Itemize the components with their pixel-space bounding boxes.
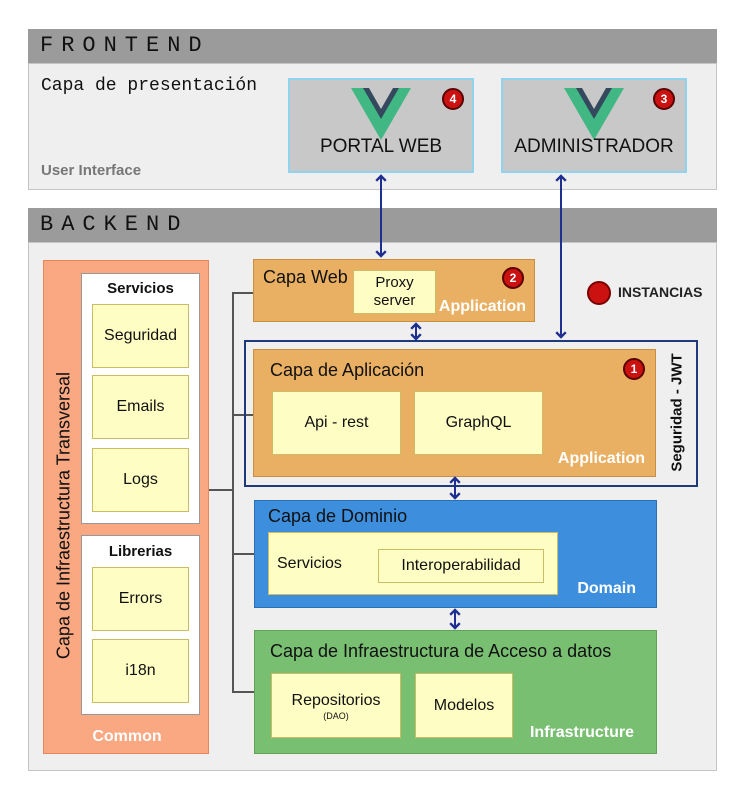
graphql: GraphQL [414, 391, 543, 455]
capa-web-title: Capa Web [263, 267, 348, 287]
portal-web-client: PORTAL WEB 4 [288, 78, 474, 173]
instance-badge: 3 [653, 88, 675, 110]
seguridad-service: Seguridad [92, 304, 189, 368]
backend-header: BACKEND [28, 208, 717, 242]
instance-badge: 2 [502, 267, 524, 289]
connector-web [232, 292, 253, 294]
common-tag: Common [92, 728, 162, 745]
i18n-library: i18n [92, 639, 189, 703]
connector-infra [232, 691, 254, 693]
proxy-server: Proxy server [353, 270, 436, 314]
capa-dominio: Capa de Dominio Servicios Interoperabili… [254, 500, 657, 608]
capa-aplicacion: Capa de Aplicación 1 Api - rest GraphQL … [253, 349, 656, 477]
legend-label: INSTANCIAS [618, 284, 703, 300]
instance-badge: 1 [623, 358, 645, 380]
application-tag: Application [557, 450, 645, 467]
connector-aplicacion [232, 414, 253, 416]
capa-dominio-title: Capa de Dominio [268, 506, 408, 526]
librerias-box: Librerias Errors i18n [81, 535, 200, 715]
capa-infraestructura: Capa de Infraestructura de Acceso a dato… [254, 630, 657, 754]
dominio-inner: Servicios Interoperabilidad [268, 532, 558, 595]
connector-trunk [232, 292, 234, 693]
modelos: Modelos [415, 673, 513, 738]
connector-dominio [232, 553, 254, 555]
transversal-layer: Capa de Infraestructura Transversal Comm… [43, 260, 209, 754]
servicios-title: Servicios [107, 280, 174, 297]
dao-label: (DAO) [323, 711, 349, 721]
vue-logo-icon [351, 88, 411, 140]
vue-logo-icon [564, 88, 624, 140]
logs-service: Logs [92, 448, 189, 512]
domain-tag: Domain [577, 580, 636, 597]
interoperabilidad: Interoperabilidad [378, 549, 544, 583]
infrastructure-tag: Infrastructure [529, 724, 634, 741]
capa-infra-title: Capa de Infraestructura de Acceso a dato… [270, 641, 612, 661]
servicios-domain: Servicios [277, 555, 342, 572]
repositorios-label: Repositorios [291, 692, 381, 709]
emails-service: Emails [92, 375, 189, 439]
application-tag: Application [438, 298, 526, 315]
frontend-header: FRONTEND [28, 29, 717, 63]
errors-library: Errors [92, 567, 189, 631]
instance-legend-icon [587, 281, 611, 305]
frontend-subtitle: Capa de presentación [41, 76, 258, 96]
librerias-title: Librerias [108, 543, 173, 560]
capa-aplicacion-title: Capa de Aplicación [270, 360, 425, 380]
administrador-label: ADMINISTRADOR [514, 136, 674, 157]
portal-web-label: PORTAL WEB [319, 136, 443, 157]
administrador-client: ADMINISTRADOR 3 [501, 78, 687, 173]
api-rest: Api - rest [272, 391, 401, 455]
instance-badge: 4 [442, 88, 464, 110]
servicios-box: Servicios Seguridad Emails Logs [81, 273, 200, 524]
repositorios: Repositorios (DAO) [271, 673, 401, 738]
security-jwt-frame: Seguridad - JWT [244, 340, 698, 487]
capa-web: Capa Web Proxy server 2 Application [253, 259, 535, 322]
transversal-connector [209, 489, 232, 491]
frontend-tag: User Interface [41, 162, 142, 179]
